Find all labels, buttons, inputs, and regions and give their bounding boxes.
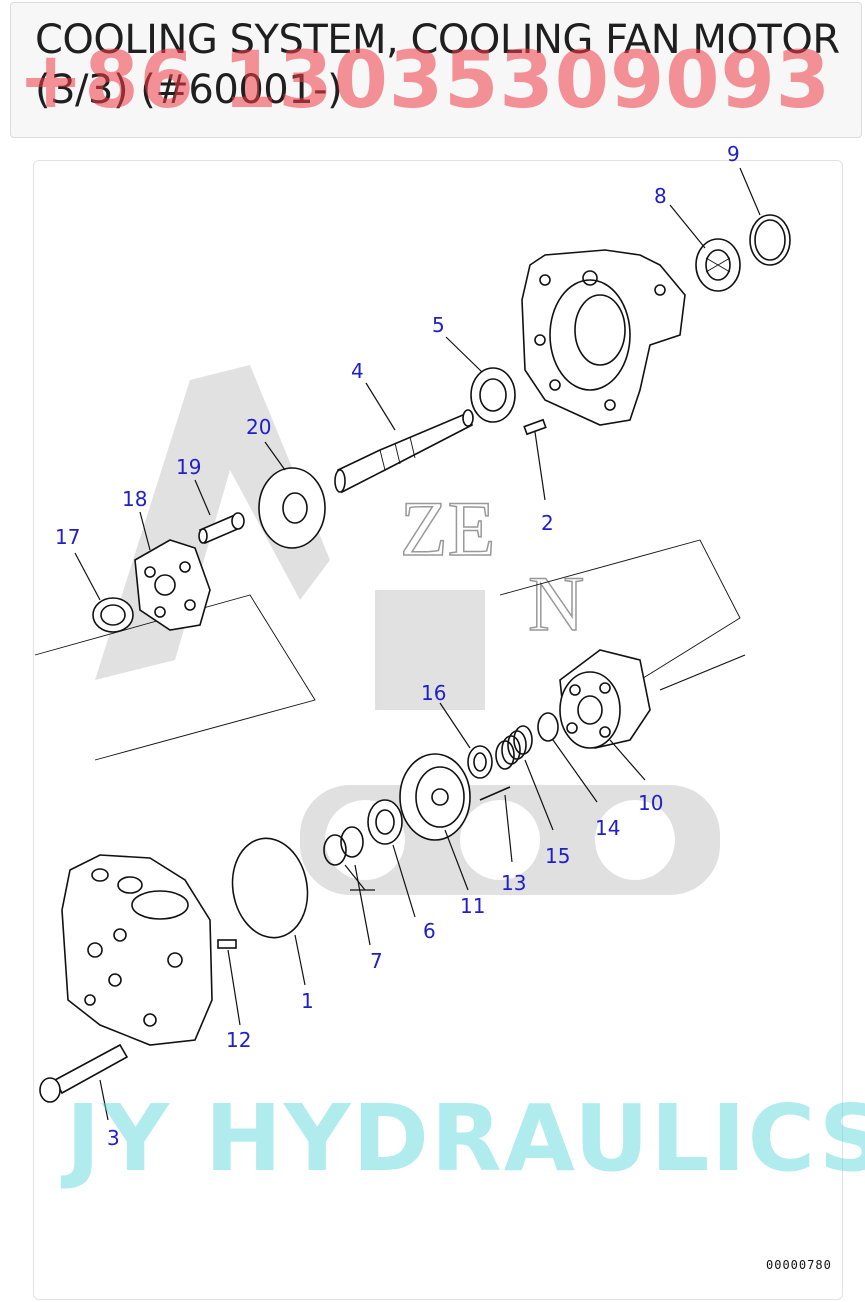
logo-letters-n: N bbox=[528, 560, 584, 647]
callout-3: 3 bbox=[107, 1126, 120, 1150]
callout-15: 15 bbox=[545, 844, 570, 868]
upper-group-outline bbox=[34, 594, 316, 761]
callout-14: 14 bbox=[595, 816, 620, 840]
callout-leader-lines bbox=[74, 167, 761, 1121]
part-4-shaft bbox=[334, 409, 474, 494]
part-15-spring bbox=[495, 725, 533, 770]
end-cover-body bbox=[61, 854, 213, 1046]
part-13-pin bbox=[479, 786, 511, 801]
callout-4: 4 bbox=[351, 359, 364, 383]
diagram-id: 00000780 bbox=[766, 1258, 832, 1272]
logo-letters-ze: ZE bbox=[400, 485, 495, 572]
part-20-plate bbox=[258, 467, 326, 549]
callout-17: 17 bbox=[55, 525, 80, 549]
part-6-bearing bbox=[367, 799, 403, 845]
callout-8: 8 bbox=[654, 184, 667, 208]
part-8-bearing bbox=[695, 238, 741, 292]
part-2-pin bbox=[523, 418, 547, 436]
phone-watermark: +86 13035309093 bbox=[18, 36, 832, 126]
brand-watermark: JY HYDRAULICS bbox=[66, 1085, 865, 1192]
part-10-cylinder-block bbox=[559, 649, 651, 749]
part-14-washer bbox=[537, 712, 559, 742]
callout-5: 5 bbox=[432, 313, 445, 337]
part-17-bearing bbox=[92, 597, 134, 633]
callout-2: 2 bbox=[541, 511, 554, 535]
callout-6: 6 bbox=[423, 919, 436, 943]
callout-11: 11 bbox=[460, 894, 485, 918]
callout-12: 12 bbox=[226, 1028, 251, 1052]
part-5-bearing bbox=[470, 367, 516, 423]
callout-18: 18 bbox=[122, 487, 147, 511]
page-title: COOLING SYSTEM, COOLING FAN MOTOR (3/3) … bbox=[35, 17, 840, 113]
page-header: COOLING SYSTEM, COOLING FAN MOTOR (3/3) … bbox=[10, 2, 862, 138]
part-11-valve-plate bbox=[399, 753, 471, 841]
lower-group-outline bbox=[499, 539, 741, 681]
part-7-seal-rings bbox=[323, 826, 364, 866]
callout-7: 7 bbox=[370, 949, 383, 973]
callout-19: 19 bbox=[176, 455, 201, 479]
callout-9: 9 bbox=[727, 142, 740, 166]
part-3-bolt bbox=[39, 1043, 129, 1103]
callout-10: 10 bbox=[638, 791, 663, 815]
callout-13: 13 bbox=[501, 871, 526, 895]
callout-labels: 1 2 3 4 5 6 7 8 9 10 11 12 13 14 15 16 1… bbox=[55, 142, 740, 1150]
diagram-panel bbox=[33, 160, 843, 1300]
callout-1: 1 bbox=[301, 989, 314, 1013]
part-16-washer bbox=[467, 745, 493, 779]
callout-16: 16 bbox=[421, 681, 446, 705]
part-19-pin bbox=[198, 512, 245, 545]
part-18-plate bbox=[134, 539, 211, 631]
callout-20: 20 bbox=[246, 415, 271, 439]
part-1-o-ring bbox=[231, 837, 309, 939]
motor-housing bbox=[521, 249, 686, 426]
part-12-pin bbox=[217, 939, 237, 949]
part-9-snap-ring bbox=[749, 214, 791, 266]
